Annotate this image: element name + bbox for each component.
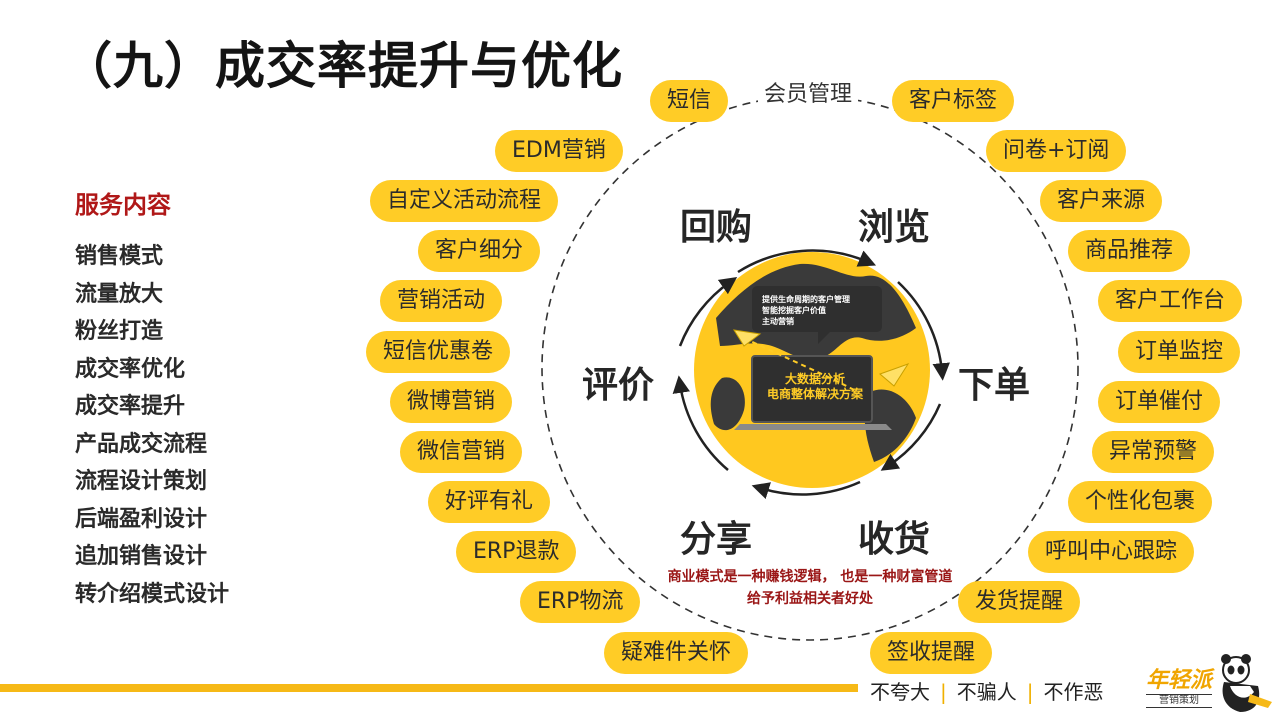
pill-customer-tag: 客户标签 <box>892 80 1015 122</box>
pill-edm-marketing: EDM营销 <box>495 130 623 172</box>
slogan-divider: | <box>1026 680 1034 704</box>
pill-order-payment-reminder: 订单催付 <box>1098 381 1221 423</box>
business-line: 给予利益相关者好处 <box>747 591 873 607</box>
brand-logo: 年轻派 营销策划 <box>1138 668 1220 708</box>
cycle-arrow <box>678 276 738 347</box>
flight-path <box>743 337 859 393</box>
paper-plane-icon <box>879 363 910 387</box>
pill-review-gift: 好评有礼 <box>428 481 551 523</box>
pill-sms-coupon: 短信优惠卷 <box>366 331 511 373</box>
slogan-item: 不夸大 <box>870 680 930 704</box>
service-item: 追加销售设计 <box>75 544 208 569</box>
stage-review: 评价 <box>582 365 655 406</box>
stage-receive: 收货 <box>858 519 931 560</box>
slogan-divider: | <box>940 680 947 704</box>
globe-land <box>710 377 745 431</box>
bubble-line: 智能挖掘客户价值 <box>762 306 826 315</box>
slogan-item: 不骗人 <box>956 680 1017 704</box>
service-item: 销售模式 <box>75 244 164 269</box>
pill-difficult-care: 疑难件关怀 <box>604 632 749 674</box>
service-item: 成交率提升 <box>75 394 186 419</box>
pill-weibo-marketing: 微博营销 <box>390 381 513 423</box>
cycle-arrow <box>897 281 950 381</box>
pill-wechat-marketing: 微信营销 <box>400 431 523 473</box>
service-item: 流量放大 <box>75 281 164 307</box>
cycle-arrow <box>737 249 877 274</box>
brand-subtitle: 营销策划 <box>1146 694 1212 708</box>
pill-customer-workbench: 客户工作台 <box>1098 280 1243 322</box>
business-line: 商业模式是一种赚钱逻辑， 也是一种财富管道 <box>667 569 953 585</box>
service-heading: 服务内容 <box>75 191 171 219</box>
cycle-arrow <box>672 375 729 471</box>
bubble-line: 提供生命周期的客户管理 <box>762 295 850 304</box>
globe-land <box>864 389 916 462</box>
dashed-ring <box>541 95 1079 641</box>
pill-exception-alert: 异常预警 <box>1092 431 1215 473</box>
service-item: 转介绍模式设计 <box>75 581 230 607</box>
pill-customer-segment: 客户细分 <box>418 230 541 272</box>
pill-sms: 短信 <box>650 80 729 122</box>
pill-marketing-activity: 营销活动 <box>380 280 503 322</box>
page-title: （九）成交率提升与优化 <box>62 37 623 95</box>
pill-custom-activity-flow: 自定义活动流程 <box>370 180 559 222</box>
screen-line: 电商整体解决方案 <box>766 387 863 401</box>
stage-order: 下单 <box>958 365 1031 406</box>
service-item: 产品成交流程 <box>75 431 208 457</box>
cycle-arrow <box>751 480 861 499</box>
screen-line: 大数据分析 <box>784 372 845 386</box>
pill-product-recommend: 商品推荐 <box>1068 230 1191 272</box>
pill-order-monitor: 订单监控 <box>1118 331 1241 373</box>
pill-receipt-reminder: 签收提醒 <box>870 632 993 674</box>
pill-customer-source: 客户来源 <box>1040 180 1163 222</box>
stage-repurchase: 回购 <box>680 207 753 248</box>
laptop-screen-text: 大数据分析 电商整体解决方案 <box>760 372 870 402</box>
bubble-text: 提供生命周期的客户管理 智能挖掘客户价值 主动营销 <box>762 294 874 327</box>
bubble-line: 主动营销 <box>762 317 794 326</box>
bottom-accent-bar <box>0 684 858 692</box>
laptop-screen <box>751 355 873 423</box>
cycle-arrow <box>880 403 942 471</box>
service-item: 粉丝打造 <box>75 319 164 344</box>
pill-call-center-tracking: 呼叫中心跟踪 <box>1028 531 1195 573</box>
member-management-label: 会员管理 <box>758 76 859 108</box>
service-item: 流程设计策划 <box>75 469 208 494</box>
panda-mascot-icon <box>1221 654 1272 712</box>
speech-bubble <box>752 286 882 344</box>
pill-custom-package: 个性化包裹 <box>1068 481 1213 523</box>
paper-plane-icon <box>732 329 762 347</box>
pill-survey-subscribe: 问卷+订阅 <box>986 130 1127 172</box>
service-item: 后端盈利设计 <box>75 506 208 532</box>
business-model-note: 商业模式是一种赚钱逻辑， 也是一种财富管道 给予利益相关者好处 <box>600 566 1020 610</box>
pill-erp-logistics: ERP物流 <box>520 581 641 623</box>
service-list: 销售模式 流量放大 粉丝打造 成交率优化 成交率提升 产品成交流程 流程设计策划… <box>75 238 229 613</box>
stage-share: 分享 <box>680 519 753 560</box>
laptop-base <box>734 424 892 430</box>
stage-browse: 浏览 <box>858 207 931 248</box>
slogan-item: 不作恶 <box>1043 680 1104 704</box>
pill-erp-refund: ERP退款 <box>456 531 577 573</box>
pill-shipping-reminder: 发货提醒 <box>958 581 1081 623</box>
brand-name: 年轻派 <box>1145 668 1212 693</box>
service-item: 成交率优化 <box>75 356 186 382</box>
slogan: 不夸大 | 不骗人 | 不作恶 <box>870 676 1104 705</box>
